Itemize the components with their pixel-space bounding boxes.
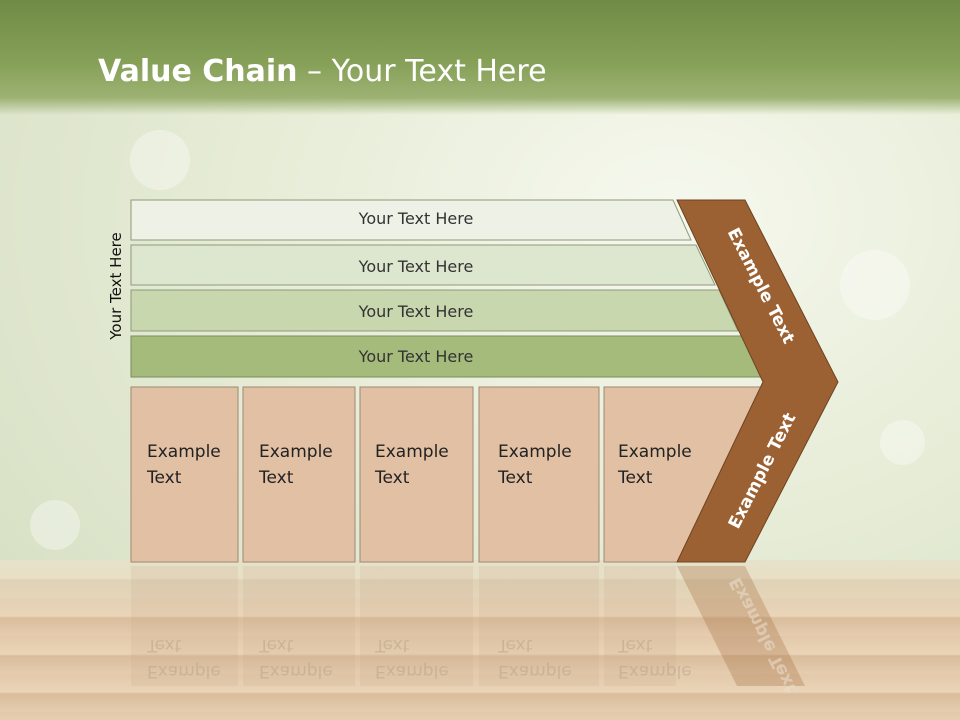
support-row-label: Your Text Here bbox=[358, 347, 474, 366]
support-row-1 bbox=[130, 199, 692, 241]
cell-text-reflection: Example Text bbox=[375, 632, 449, 684]
cell-line1: Example bbox=[498, 442, 572, 462]
cell-line2: Text bbox=[259, 635, 294, 655]
floor-fade bbox=[0, 560, 960, 620]
cell-line2: Text bbox=[375, 468, 410, 488]
bokeh-light bbox=[840, 250, 910, 320]
cell-line1: Example bbox=[618, 661, 692, 681]
cell-text-reflection: Example Text bbox=[618, 632, 692, 684]
support-row-2 bbox=[130, 244, 716, 286]
cell-line2: Text bbox=[147, 635, 182, 655]
bokeh-light bbox=[30, 500, 80, 550]
title-rest: – Your Text Here bbox=[297, 54, 547, 89]
support-row-label: Your Text Here bbox=[358, 257, 474, 276]
cell-line2: Text bbox=[375, 635, 410, 655]
primary-cell-4 bbox=[478, 386, 600, 563]
cell-line1: Example bbox=[259, 442, 333, 462]
cell-line1: Example bbox=[375, 661, 449, 681]
bokeh-light bbox=[880, 420, 925, 465]
cell-line2: Text bbox=[259, 468, 294, 488]
slide-title: Value Chain – Your Text Here bbox=[98, 54, 547, 89]
cell-line1: Example bbox=[147, 661, 221, 681]
title-bold: Value Chain bbox=[98, 54, 298, 89]
support-row-label: Your Text Here bbox=[358, 302, 474, 321]
support-row-3 bbox=[130, 289, 739, 332]
cell-text-reflection: Example Text bbox=[147, 632, 221, 684]
cell-line2: Text bbox=[498, 635, 533, 655]
cell-text-reflection: Example Text bbox=[259, 632, 333, 684]
diagram-reflection bbox=[131, 566, 676, 686]
bokeh-light bbox=[130, 130, 190, 190]
cell-line2: Text bbox=[618, 635, 653, 655]
primary-cell-3 bbox=[359, 386, 474, 563]
primary-cell-1 bbox=[130, 386, 239, 563]
chevron-reflection bbox=[677, 566, 805, 686]
margin-chevron bbox=[676, 199, 839, 563]
cell-line1: Example bbox=[259, 661, 333, 681]
cell-text-reflection: Example Text bbox=[498, 632, 572, 684]
cell-line1: Example bbox=[375, 442, 449, 462]
title-band bbox=[0, 0, 960, 115]
primary-cell-2 bbox=[242, 386, 356, 563]
support-row-label: Your Text Here bbox=[358, 209, 474, 228]
cell-line2: Text bbox=[147, 468, 182, 488]
cell-line1: Example bbox=[147, 442, 221, 462]
cell-line1: Example bbox=[618, 442, 692, 462]
cell-line1: Example bbox=[498, 661, 572, 681]
cell-line2: Text bbox=[498, 468, 533, 488]
cell-line2: Text bbox=[618, 468, 653, 488]
